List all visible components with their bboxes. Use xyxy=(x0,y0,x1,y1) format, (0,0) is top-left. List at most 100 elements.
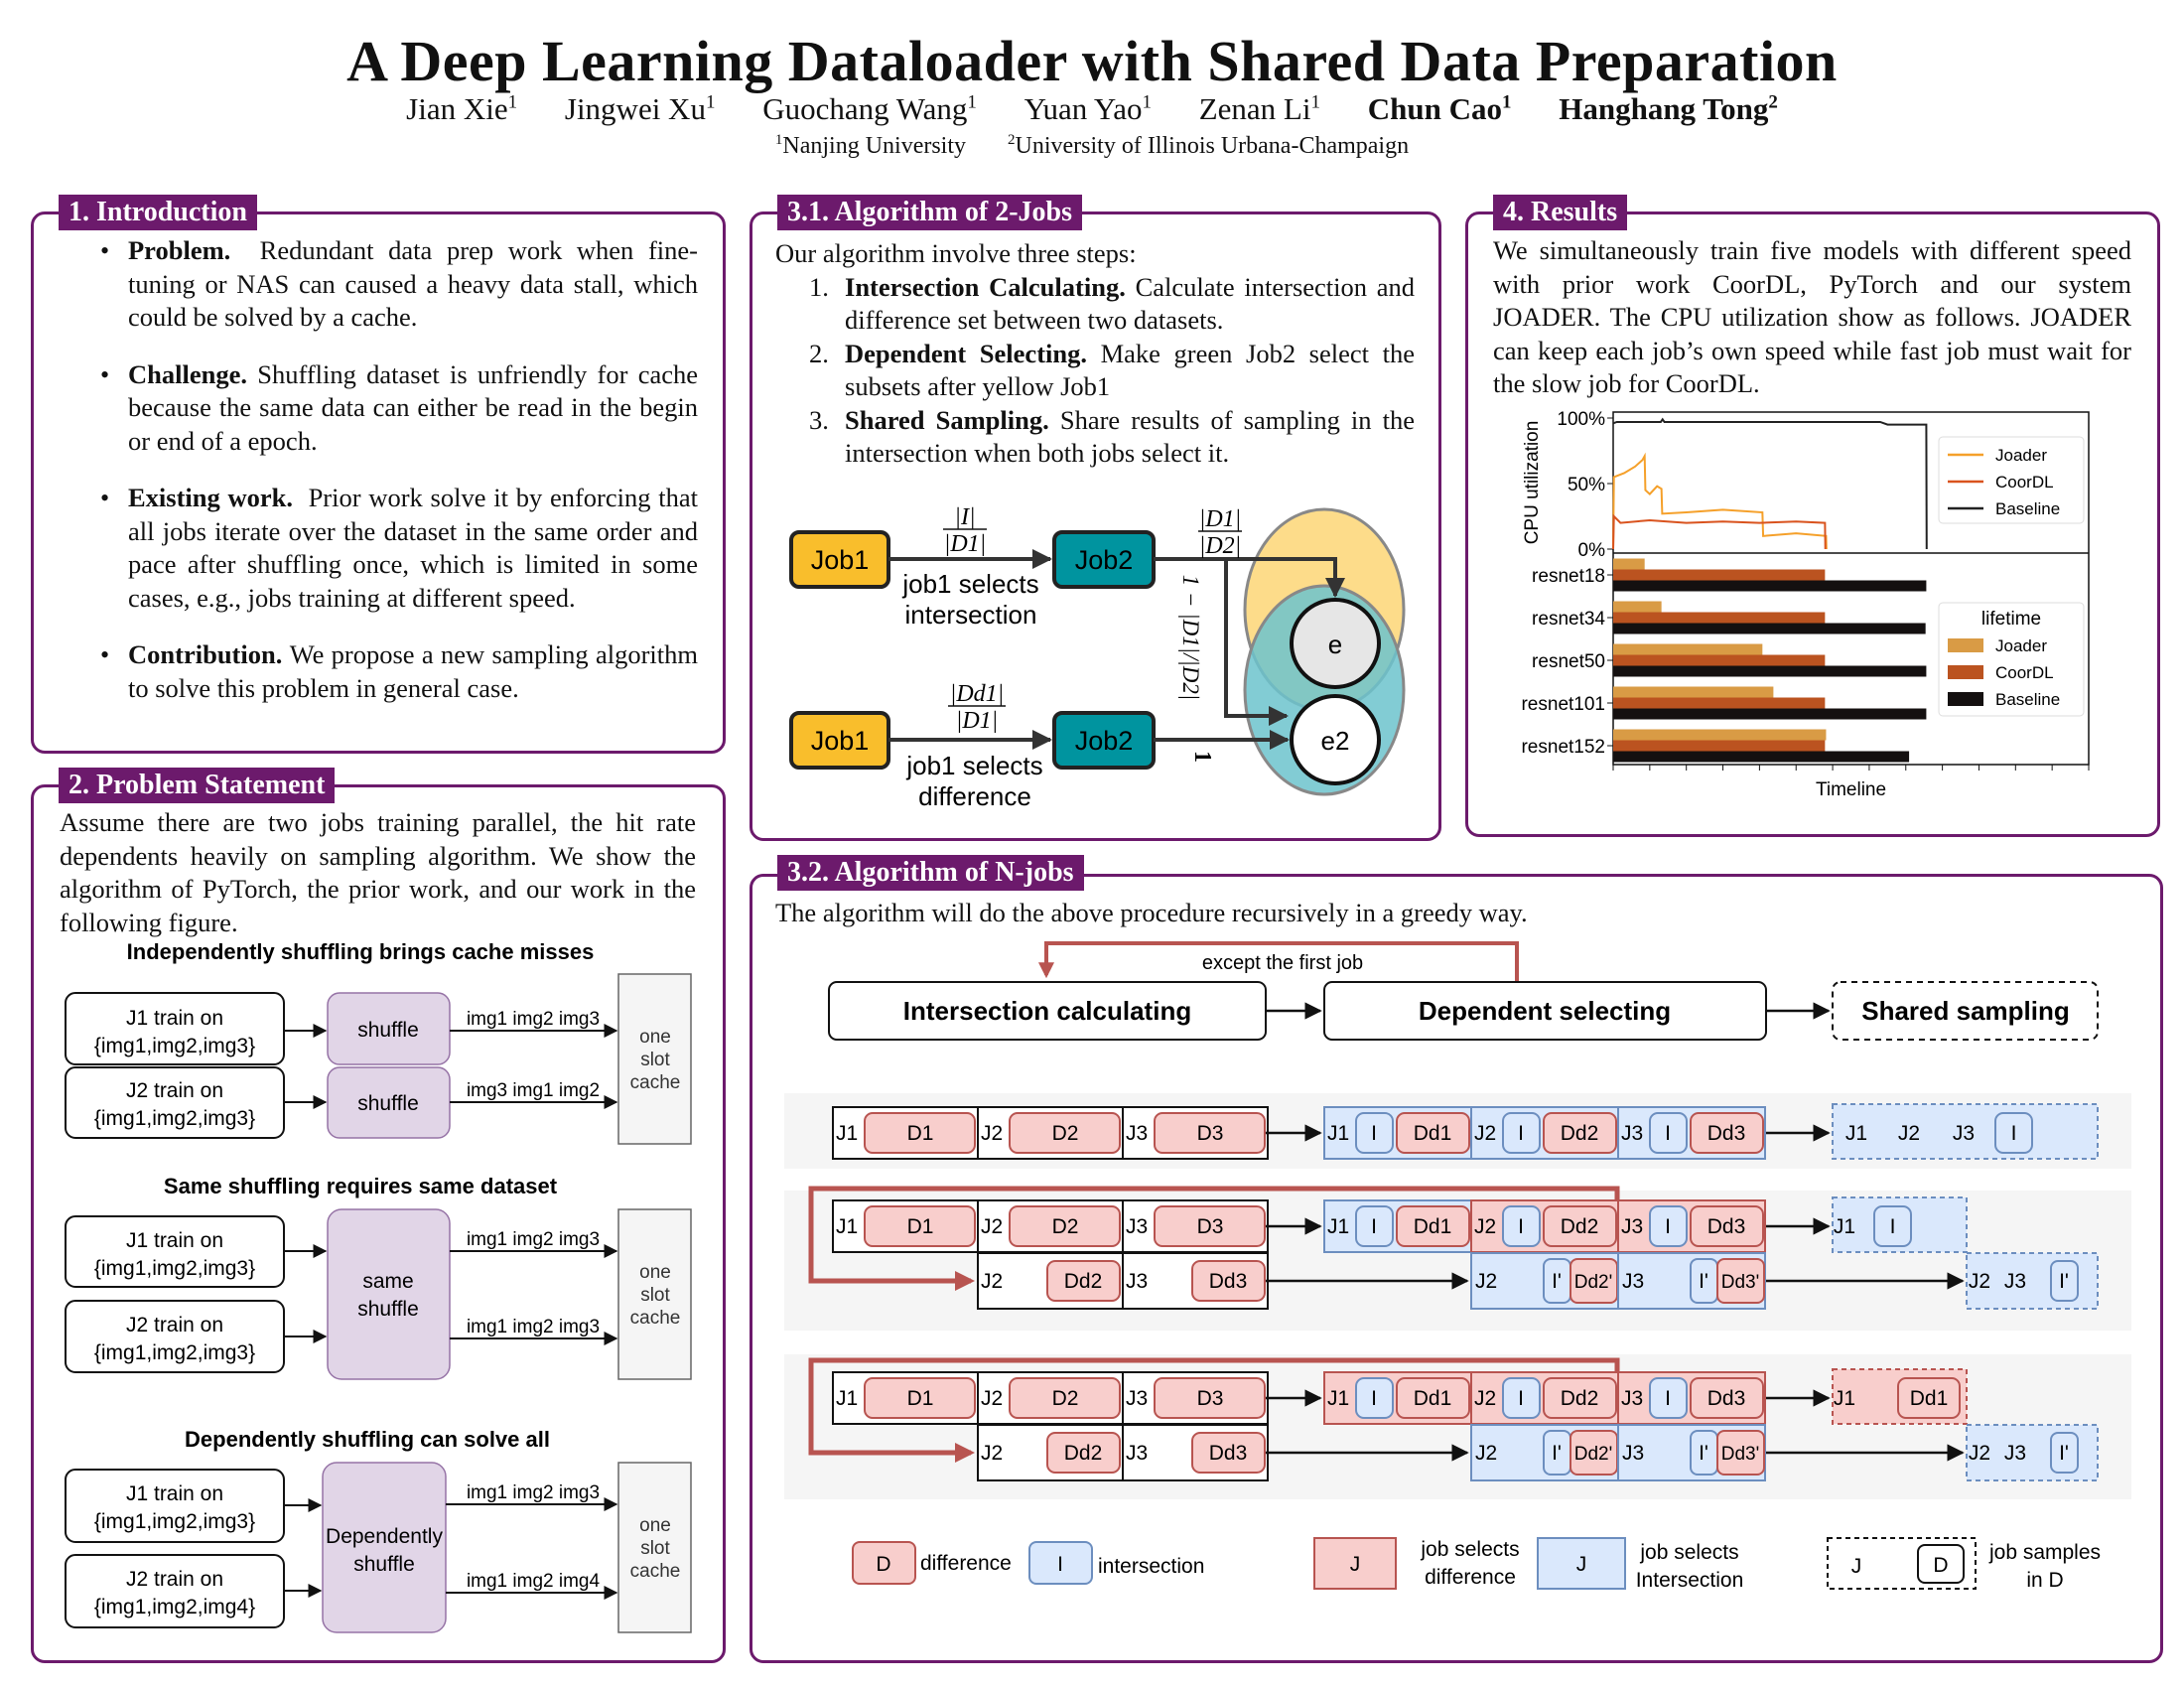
job-label: J1 xyxy=(836,1215,858,1238)
author-list: Jian Xie1 Jingwei Xu1 Guochang Wang1 Yua… xyxy=(0,91,2184,127)
e-node xyxy=(1290,598,1381,689)
dataset-label: D2 xyxy=(1052,1122,1079,1145)
job-label: J3 xyxy=(1126,1442,1148,1465)
dataset-label: D1 xyxy=(907,1122,934,1145)
bullet-text: Shuffling dataset is unfriendly for cach… xyxy=(128,358,699,456)
legend-label: in D xyxy=(2026,1569,2063,1592)
legend-label: job samples xyxy=(1988,1541,2101,1564)
intersection-label: I xyxy=(1665,1215,1671,1238)
sample-pill xyxy=(1897,1377,1961,1419)
e2-node xyxy=(1290,694,1381,785)
figure-same-shuffling: Same shuffling requires same dataset J1 … xyxy=(65,1174,692,1380)
algorithm-step: 3.Shared Sampling. Share results of samp… xyxy=(775,404,1415,471)
sample-pill xyxy=(1994,1112,2033,1154)
sample-pill xyxy=(2050,1260,2079,1302)
intersection-label: I' xyxy=(1699,1270,1708,1293)
cache-label: cache xyxy=(630,1072,681,1093)
output-box xyxy=(1832,1103,2099,1160)
introduction-panel xyxy=(31,211,726,754)
problem-statement-body: Assume there are two jobs training paral… xyxy=(60,807,696,937)
intersection-label: I xyxy=(1665,1122,1671,1145)
author: Jian Xie1 xyxy=(406,91,517,126)
difference-pill xyxy=(1690,1112,1764,1154)
cache-box xyxy=(617,973,692,1145)
sample-label: I' xyxy=(2059,1442,2069,1465)
difference-label: Dd3 xyxy=(1707,1122,1746,1145)
intersection-label: I xyxy=(1371,1387,1377,1410)
affiliation: 1Nanjing University xyxy=(774,132,966,159)
job-label: J1 xyxy=(1834,1387,1855,1410)
intersection-pill xyxy=(1502,1112,1541,1154)
results-heading: 4. Results xyxy=(1493,195,1628,230)
results-panel xyxy=(1465,211,2160,837)
problem-statement-panel xyxy=(31,784,726,1663)
job-label: J1 xyxy=(1834,1215,1855,1238)
legend-symbol: I xyxy=(1057,1553,1063,1576)
figure-independent-shuffling: Independently shuffling brings cache mis… xyxy=(65,939,692,1145)
intersection-label: I xyxy=(1371,1215,1377,1238)
cache-label: one xyxy=(639,1262,671,1283)
algorithm-njobs-heading: 3.2. Algorithm of N-jobs xyxy=(777,855,1084,891)
dataset-pill xyxy=(864,1205,976,1247)
recursion-arrow xyxy=(808,1357,1620,1463)
line-series-joader xyxy=(1612,452,1828,550)
author-affil-sup: 1 xyxy=(1310,91,1320,113)
fraction-ratio: |D1| |D2| xyxy=(1198,506,1242,559)
bar-resnet34-coordl xyxy=(1613,612,1826,624)
difference-pill xyxy=(1396,1377,1470,1419)
arrow xyxy=(1154,557,1345,598)
sample-label: I xyxy=(2011,1122,2017,1145)
dataset-label: D3 xyxy=(1197,1387,1224,1410)
bullet-title: Challenge. xyxy=(128,358,247,389)
affiliation-sup: 1 xyxy=(774,132,783,148)
two-jobs-diagram: e e2 Job1 Job2 Job1 Job2 |I| |D1| job1 s… xyxy=(789,504,1406,811)
author: Zenan Li1 xyxy=(1199,91,1320,126)
dataset-label: D1 xyxy=(907,1387,934,1410)
job2-dataset: {img1,img2,img3} xyxy=(94,1107,255,1130)
x-axis-label: Timeline xyxy=(1816,779,1886,800)
legend-entry: Joader xyxy=(1995,636,2047,655)
job-label: J1 xyxy=(1845,1122,1867,1145)
njobs-flow: except the first job Intersection calcul… xyxy=(828,941,2099,1041)
difference-label: Dd3 xyxy=(1707,1387,1746,1410)
legend-label: difference xyxy=(1425,1566,1516,1589)
shuffle-label: Dependently xyxy=(326,1525,443,1548)
line-series-coordl xyxy=(1612,513,1827,550)
legend-symbol: D xyxy=(876,1553,890,1576)
intersection-pill xyxy=(1355,1205,1394,1247)
author-affil-sup: 1 xyxy=(705,91,716,113)
category-label: resnet152 xyxy=(1521,737,1605,758)
step-label: Shared sampling xyxy=(1861,996,2070,1026)
dataset-pill xyxy=(1009,1377,1121,1419)
legend-label: intersection xyxy=(1098,1555,1204,1578)
job-label: J2 xyxy=(981,1387,1003,1410)
affiliations: 1Nanjing University 2University of Illin… xyxy=(0,132,2184,160)
job-label: J2 xyxy=(1969,1270,1990,1293)
intro-bullet: Existing work. Prior work solve it by en… xyxy=(98,482,698,615)
loop-arrow xyxy=(1038,941,1519,982)
bullet-title: Contribution. xyxy=(128,639,283,669)
dataset-label: D3 xyxy=(1197,1215,1224,1238)
bar-resnet152-coordl xyxy=(1613,740,1826,752)
intersection-pill xyxy=(1355,1377,1394,1419)
category-label: resnet18 xyxy=(1532,566,1605,587)
job2-label: Job2 xyxy=(1075,726,1134,756)
cache-label: slot xyxy=(640,1538,670,1559)
dataset-pill xyxy=(864,1112,976,1154)
bullet-text: Prior work solve it by enforcing that al… xyxy=(128,483,698,613)
bar-legend xyxy=(1938,602,2085,717)
legend-entry: Baseline xyxy=(1995,499,2060,518)
edge-probability-label: 1 xyxy=(1189,751,1215,763)
job-label: J2 xyxy=(1475,1442,1497,1465)
y-tick-label: 50% xyxy=(1568,475,1605,495)
job-label: J3 xyxy=(1621,1122,1643,1145)
algorithm-step: 1.Intersection Calculating. Calculate in… xyxy=(775,271,1415,338)
intersection-pill xyxy=(1649,1112,1688,1154)
shuffle-label: same xyxy=(362,1270,413,1293)
intersection-label: I xyxy=(1518,1122,1524,1145)
legend-symbol: J xyxy=(1576,1553,1587,1576)
line-legend xyxy=(1938,436,2085,524)
job1-box xyxy=(65,992,285,1065)
